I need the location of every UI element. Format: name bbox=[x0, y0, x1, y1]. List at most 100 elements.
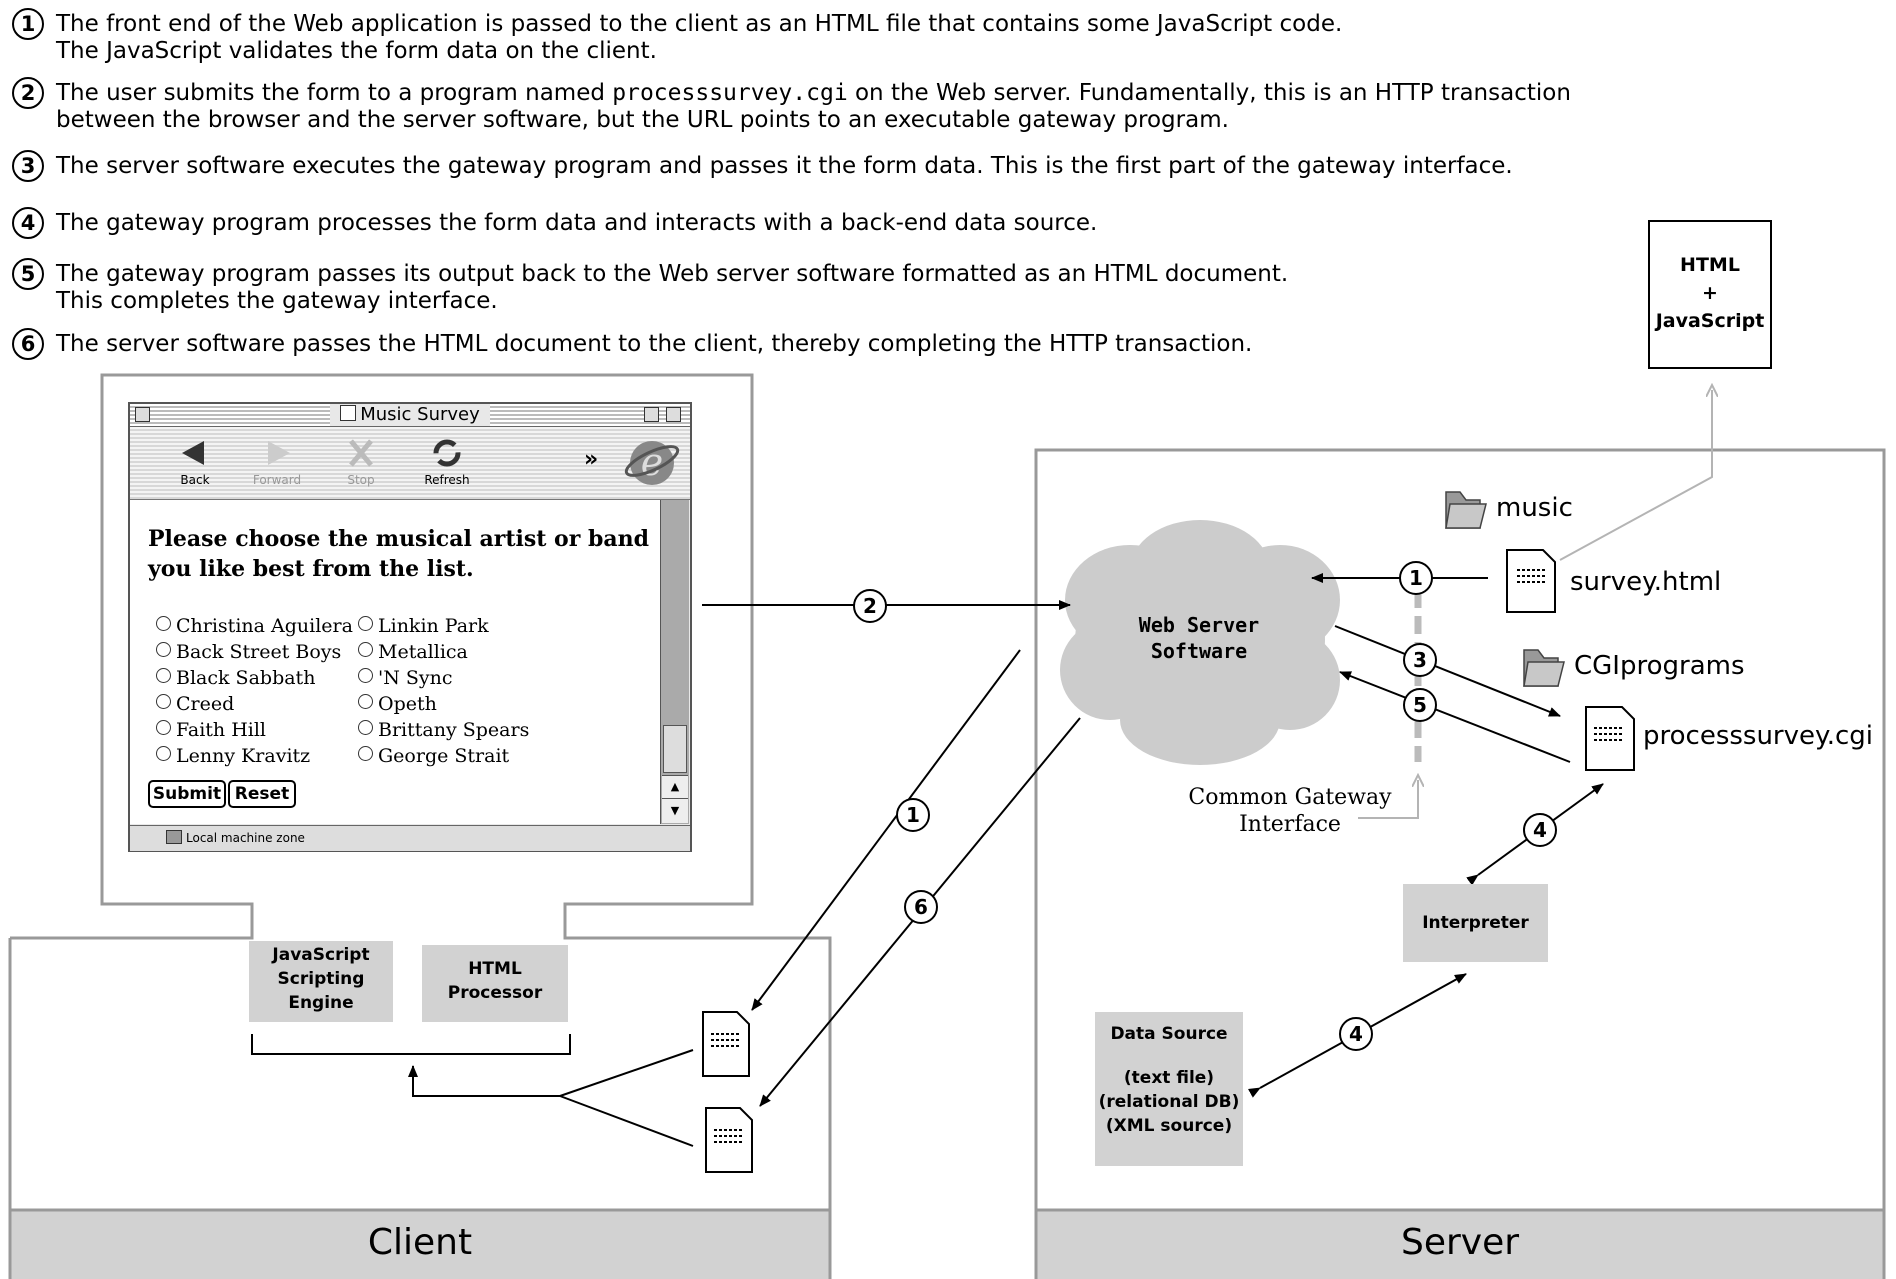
radio-label: Opeth bbox=[378, 693, 437, 715]
badge-step-4-interpreter: 4 bbox=[1523, 813, 1557, 847]
server-band bbox=[1034, 1208, 1886, 1279]
radio-option[interactable]: Metallica bbox=[358, 641, 468, 663]
back-label: Back bbox=[180, 473, 210, 487]
folder-icon-music bbox=[1445, 491, 1487, 529]
html-js-line2: + bbox=[1702, 282, 1718, 304]
radio-icon bbox=[156, 694, 171, 709]
stop-label: Stop bbox=[347, 473, 375, 487]
step-6-text: The server software passes the HTML docu… bbox=[56, 331, 1253, 357]
step-1-text-2: The JavaScript validates the form data o… bbox=[56, 38, 657, 64]
radio-icon bbox=[358, 616, 373, 631]
html-processor-line2: Processor bbox=[447, 983, 543, 1003]
doc-icon-survey bbox=[1506, 549, 1556, 613]
radio-option[interactable]: Lenny Kravitz bbox=[156, 745, 310, 767]
web-server-line2: Software bbox=[1150, 639, 1248, 663]
scroll-up-icon[interactable]: ▲ bbox=[662, 775, 688, 798]
html-js-line3: JavaScript bbox=[1655, 310, 1765, 332]
radio-option[interactable]: Faith Hill bbox=[156, 719, 266, 741]
cgi-interface-line2: Interface bbox=[1239, 812, 1341, 837]
radio-icon bbox=[358, 694, 373, 709]
doc-icon-cgi bbox=[1585, 706, 1635, 771]
step-6-number: 6 bbox=[12, 328, 44, 360]
back-button[interactable]: Back bbox=[160, 435, 230, 493]
stop-icon bbox=[349, 439, 373, 467]
svg-text:e: e bbox=[641, 440, 664, 484]
browser-titlebar[interactable]: Music Survey bbox=[130, 404, 690, 427]
radio-label: 'N Sync bbox=[378, 667, 453, 689]
html-processor-line1: HTML bbox=[468, 959, 522, 979]
data-source-line3: (text file) bbox=[1123, 1068, 1215, 1088]
cgi-interface-label: Common Gateway Interface bbox=[1180, 784, 1400, 838]
data-source-box: Data Source (text file) (relational DB) … bbox=[1095, 1012, 1243, 1166]
vertical-scrollbar[interactable]: ▲ ▼ bbox=[660, 500, 689, 824]
refresh-button[interactable]: Refresh bbox=[412, 435, 482, 493]
stop-button[interactable]: Stop bbox=[326, 435, 396, 493]
badge-step-3: 3 bbox=[1403, 643, 1437, 677]
data-source-spacer bbox=[1095, 1046, 1243, 1066]
step-4-number: 4 bbox=[12, 207, 44, 239]
html-js-box-text: HTML + JavaScript bbox=[1649, 251, 1771, 335]
html-processor-box: HTML Processor bbox=[422, 945, 568, 1022]
browser-title: Music Survey bbox=[330, 404, 490, 426]
survey-file-label: survey.html bbox=[1570, 567, 1722, 597]
js-engine-line2: Scripting bbox=[277, 969, 365, 989]
more-chevron-icon[interactable]: » bbox=[584, 447, 599, 472]
radio-icon bbox=[358, 720, 373, 735]
zone-icon bbox=[166, 830, 182, 844]
radio-option[interactable]: 'N Sync bbox=[358, 667, 453, 689]
radio-label: Linkin Park bbox=[378, 615, 489, 637]
badge-step-5: 5 bbox=[1403, 688, 1437, 722]
reset-button[interactable]: Reset bbox=[228, 780, 296, 808]
forward-button[interactable]: Forward bbox=[242, 435, 312, 493]
cgi-folder-label: CGIprograms bbox=[1574, 651, 1745, 681]
server-label: Server bbox=[1400, 1222, 1520, 1263]
web-server-cloud bbox=[1060, 520, 1340, 765]
collapse-box-icon[interactable] bbox=[666, 407, 681, 422]
refresh-label: Refresh bbox=[424, 473, 470, 487]
js-engine-line1: JavaScript bbox=[272, 945, 370, 965]
survey-heading-line1: Please choose the musical artist or band bbox=[148, 526, 649, 552]
close-box-icon[interactable] bbox=[135, 407, 150, 422]
scroll-thumb[interactable] bbox=[663, 725, 687, 773]
radio-option[interactable]: Linkin Park bbox=[358, 615, 489, 637]
radio-option[interactable]: Christina Aguilera bbox=[156, 615, 353, 637]
doc-icon-client-2 bbox=[705, 1107, 753, 1173]
radio-option[interactable]: Back Street Boys bbox=[156, 641, 341, 663]
radio-option[interactable]: Brittany Spears bbox=[358, 719, 529, 741]
step-2-number: 2 bbox=[12, 77, 44, 109]
radio-icon bbox=[156, 720, 171, 735]
step-5-text: The gateway program passes its output ba… bbox=[56, 261, 1289, 287]
data-source-line4: (relational DB) bbox=[1098, 1092, 1240, 1112]
badge-step-6: 6 bbox=[904, 890, 938, 924]
html-js-line1: HTML bbox=[1680, 254, 1740, 276]
html-js-box bbox=[1648, 220, 1772, 369]
radio-option[interactable]: Black Sabbath bbox=[156, 667, 315, 689]
radio-label: Back Street Boys bbox=[176, 641, 342, 663]
step-2-code: processsurvey.cgi bbox=[612, 80, 848, 106]
radio-option[interactable]: Creed bbox=[156, 693, 234, 715]
radio-option[interactable]: George Strait bbox=[358, 745, 509, 767]
radio-icon bbox=[156, 668, 171, 683]
radio-option[interactable]: Opeth bbox=[358, 693, 437, 715]
radio-label: Creed bbox=[176, 693, 235, 715]
forward-arrow-icon bbox=[268, 441, 290, 465]
step-3-number: 3 bbox=[12, 150, 44, 182]
step-1-number: 1 bbox=[12, 8, 44, 40]
step-2-text-2: between the browser and the server softw… bbox=[56, 107, 1229, 133]
cgi-interface-line1: Common Gateway bbox=[1188, 785, 1392, 810]
doc-icon-client-1 bbox=[702, 1011, 750, 1077]
client-frame bbox=[10, 373, 832, 1279]
scroll-down-icon[interactable]: ▼ bbox=[662, 798, 688, 823]
web-server-label: Web Server Software bbox=[1104, 612, 1294, 664]
radio-icon bbox=[156, 616, 171, 631]
step-1-text: The front end of the Web application is … bbox=[56, 11, 1343, 37]
zoom-box-icon[interactable] bbox=[644, 407, 659, 422]
radio-label: Faith Hill bbox=[176, 719, 267, 741]
submit-button[interactable]: Submit bbox=[148, 780, 226, 808]
client-band bbox=[8, 1208, 832, 1279]
browser-window: Music Survey Back Forward Stop Refresh bbox=[128, 402, 692, 852]
refresh-icon bbox=[433, 439, 461, 467]
status-text: Local machine zone bbox=[186, 831, 305, 845]
radio-label: Christina Aguilera bbox=[176, 615, 353, 637]
